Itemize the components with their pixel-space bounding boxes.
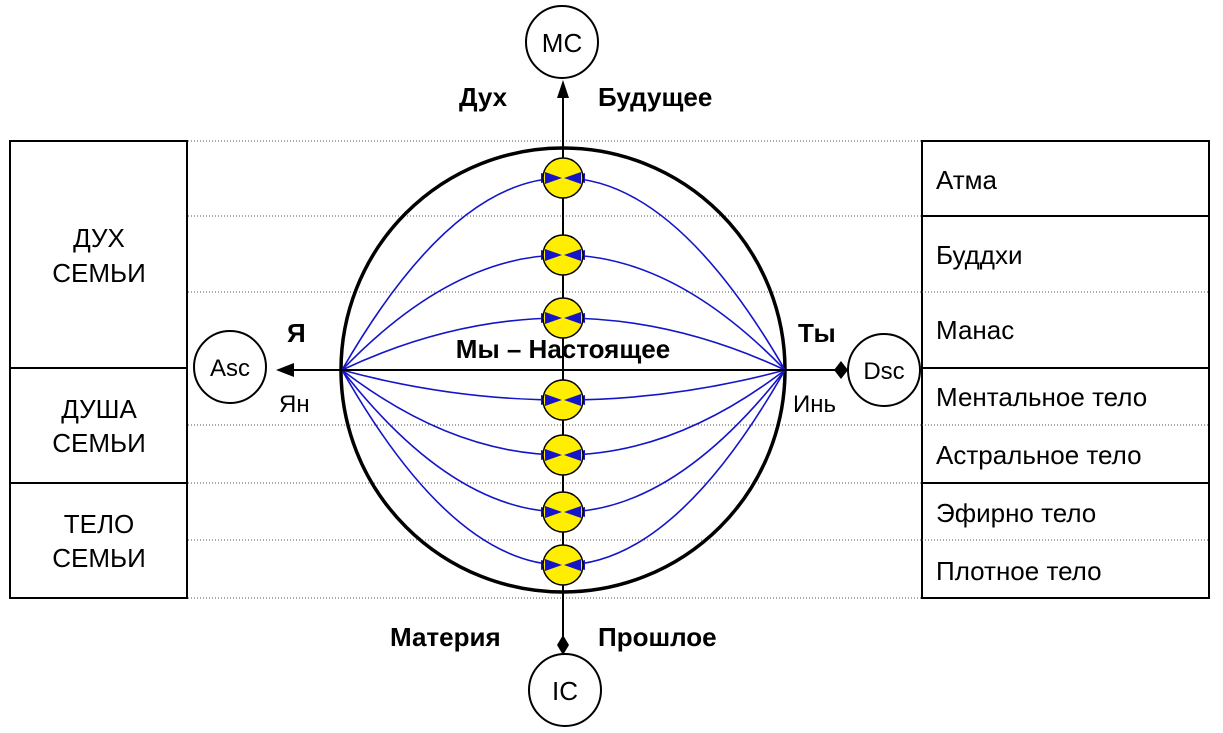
label-yin: Инь [793, 391, 836, 418]
label-past: Прошлое [598, 622, 717, 652]
node-arrow [545, 394, 562, 406]
ic-diamond [557, 635, 569, 655]
right-panel [921, 140, 1210, 599]
label-yang: Ян [279, 391, 310, 418]
left-group-3-line2: СЕМЬИ [52, 543, 146, 573]
left-group-2-line1: ДУША [61, 394, 137, 424]
left-group-3-line1: ТЕЛО [64, 509, 135, 539]
node-arrow [545, 506, 562, 518]
label-matter: Материя [390, 622, 501, 652]
asc-label: Asc [210, 355, 250, 382]
level-node-7 [542, 544, 584, 586]
ic-label: IC [552, 676, 578, 706]
level-physical: Плотное тело [936, 556, 1102, 586]
asc-node: Asc [193, 330, 267, 404]
level-etheric: Эфирно тело [936, 498, 1096, 528]
node-arrow [564, 172, 581, 184]
level-lines [188, 140, 921, 599]
level-nodes [542, 157, 584, 586]
level-node-5 [542, 434, 584, 476]
label-i: Я [287, 318, 306, 348]
node-arrow [545, 312, 562, 324]
up-arrow [557, 80, 569, 98]
node-arrow [564, 312, 581, 324]
node-arrow [564, 506, 581, 518]
level-node-6 [542, 491, 584, 533]
node-arrow [564, 394, 581, 406]
label-spirit: Дух [459, 82, 508, 112]
node-arrow [564, 559, 581, 571]
dsc-diamond [834, 361, 848, 379]
level-manas: Манас [936, 315, 1014, 345]
dsc-node: Dsc [847, 333, 921, 407]
level-node-3 [542, 297, 584, 339]
level-mental: Ментальное тело [936, 382, 1147, 412]
label-you: Ты [798, 318, 836, 348]
label-we-present: Мы – Настоящее [456, 334, 670, 364]
left-arrow [276, 363, 294, 377]
mc-label: MC [542, 28, 582, 58]
node-arrow [545, 249, 562, 261]
left-panel [9, 140, 188, 599]
node-arrow [545, 172, 562, 184]
node-arrow [545, 559, 562, 571]
level-atma: Атма [936, 165, 998, 195]
left-group-1-line1: ДУХ [73, 223, 125, 253]
level-buddhi: Буддхи [936, 240, 1023, 270]
left-group-2-line2: СЕМЬИ [52, 428, 146, 458]
level-node-1 [542, 157, 584, 199]
mc-node: MC [525, 5, 599, 79]
node-arrow [545, 449, 562, 461]
ic-node: IC [528, 653, 602, 727]
node-arrow [564, 249, 581, 261]
level-node-2 [542, 234, 584, 276]
left-group-1-line2: СЕМЬИ [52, 258, 146, 288]
label-future: Будущее [598, 82, 712, 112]
level-astral: Астральное тело [936, 440, 1142, 470]
dsc-label: Dsc [863, 358, 904, 385]
node-arrow [564, 449, 581, 461]
level-node-4 [542, 379, 584, 421]
